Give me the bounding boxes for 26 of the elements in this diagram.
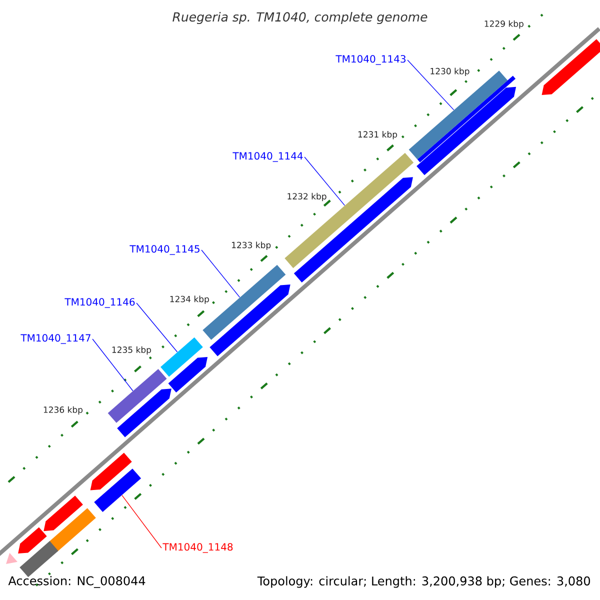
scale-label: 1236 kbp (44, 406, 83, 415)
gene-bar (160, 337, 203, 377)
leader-line (201, 250, 240, 298)
gene-label: TM1040_1148 (162, 543, 233, 553)
scale-label: 1235 kbp (112, 346, 151, 355)
gene-label: TM1040_1146 (64, 298, 135, 308)
title: Ruegeria sp. TM1040, complete genome (172, 12, 428, 24)
scale-label: 1234 kbp (170, 296, 209, 304)
footer-text: Topology: circular; Length: 3,200,938 bp; Genes: 3,080 (257, 576, 590, 588)
scale-label: 1229 kbp (484, 20, 524, 29)
leader-line (136, 302, 178, 352)
leader-line (407, 60, 454, 110)
scale-label: 1231 kbp (358, 131, 398, 140)
scale-label: 1232 kbp (288, 192, 326, 202)
gene-label: TM1040_1144 (232, 152, 303, 162)
gene-label: TM1040_1145 (130, 245, 200, 255)
leader-line (92, 338, 134, 392)
leader-line (122, 494, 162, 548)
gene-bar (94, 468, 142, 512)
scale-label: 1230 kbp (430, 68, 470, 76)
scale-label: 1233 kbp (232, 242, 271, 250)
gene-label: TM1040_1147 (20, 334, 90, 344)
leader-line (304, 156, 346, 206)
footer-text: Accession: NC_008044 (8, 576, 146, 588)
gene-bar (108, 368, 167, 423)
gene-label: TM1040_1143 (336, 55, 406, 65)
